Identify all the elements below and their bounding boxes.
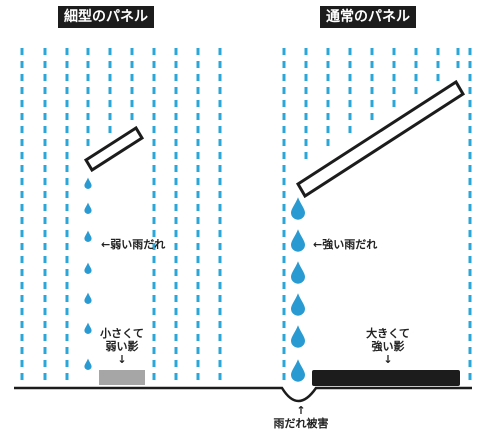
strong-shadow bbox=[312, 370, 460, 386]
weak-rain-drop bbox=[84, 292, 92, 304]
damage-label: ↑ 雨だれ被害 bbox=[266, 404, 336, 430]
right-panel-title: 通常のパネル bbox=[320, 6, 416, 28]
weak-shadow-label: 小さくて 弱い影 ↓ bbox=[92, 327, 152, 366]
strong-shadow-label-line1: 大きくて bbox=[366, 327, 410, 340]
regular-panel bbox=[295, 79, 466, 199]
strong-shadow-arrow: ↓ bbox=[383, 353, 393, 366]
left-panel-title: 細型のパネル bbox=[58, 6, 154, 28]
weak-rain-drop bbox=[84, 358, 92, 370]
weak-shadow bbox=[99, 370, 145, 385]
ground-line bbox=[14, 386, 472, 403]
strong-rain-drop bbox=[291, 293, 305, 316]
weak-shadow-label-line2: 弱い影 bbox=[105, 340, 139, 353]
thin-panel bbox=[83, 125, 145, 173]
weak-shadow-arrow: ↓ bbox=[117, 353, 127, 366]
strong-rain-drop bbox=[291, 359, 305, 382]
strong-rain-drop bbox=[291, 229, 305, 252]
weak-rain-drop bbox=[84, 230, 92, 242]
weak-rain-label: ←弱い雨だれ bbox=[101, 238, 166, 251]
damage-label-text: 雨だれ被害 bbox=[273, 417, 329, 430]
strong-rain-drop bbox=[291, 261, 305, 284]
strong-rain-drop bbox=[291, 197, 305, 220]
weak-rain-drop bbox=[84, 202, 92, 214]
strong-rain-drop bbox=[291, 325, 305, 348]
strong-shadow-label: 大きくて 強い影 ↓ bbox=[348, 327, 428, 366]
strong-shadow-label-line2: 強い影 bbox=[371, 340, 405, 353]
weak-rain-drop bbox=[84, 177, 92, 189]
weak-rain-drop bbox=[84, 262, 92, 274]
weak-shadow-label-line1: 小さくて bbox=[100, 327, 144, 340]
damage-arrow: ↑ bbox=[296, 404, 306, 417]
strong-rain-label: ←強い雨だれ bbox=[313, 238, 378, 251]
weak-rain-drop bbox=[84, 322, 92, 334]
